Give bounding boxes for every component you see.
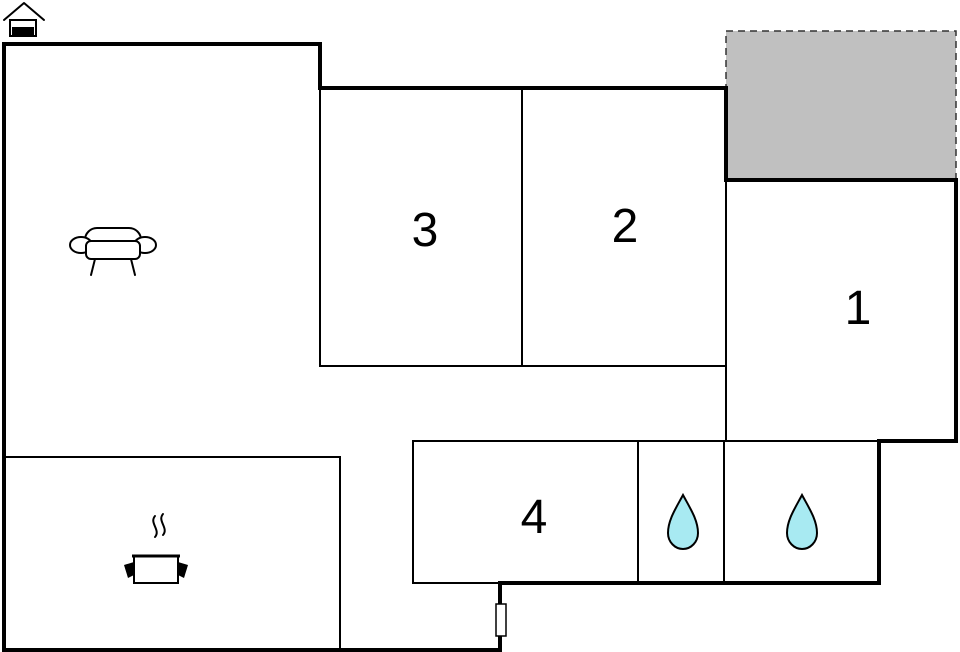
interior-walls — [4, 88, 879, 650]
door-marker-icon — [495, 603, 507, 637]
sofa-icon — [69, 227, 157, 276]
cooking-pot-icon — [124, 513, 188, 584]
room-3-outline — [319, 88, 726, 367]
bath-block-outline — [412, 440, 879, 584]
room-1-label: 1 — [845, 282, 872, 335]
water-drop-icon — [666, 492, 700, 551]
house-entrance-icon — [3, 2, 45, 37]
room-2-label: 2 — [612, 200, 639, 253]
room-4-label: 4 — [521, 491, 548, 544]
room-3-label: 3 — [412, 204, 439, 257]
water-drop-icon — [785, 492, 819, 551]
terrace-area — [725, 30, 957, 180]
exterior-wall — [2, 42, 958, 652]
kitchen-outline — [4, 456, 341, 650]
